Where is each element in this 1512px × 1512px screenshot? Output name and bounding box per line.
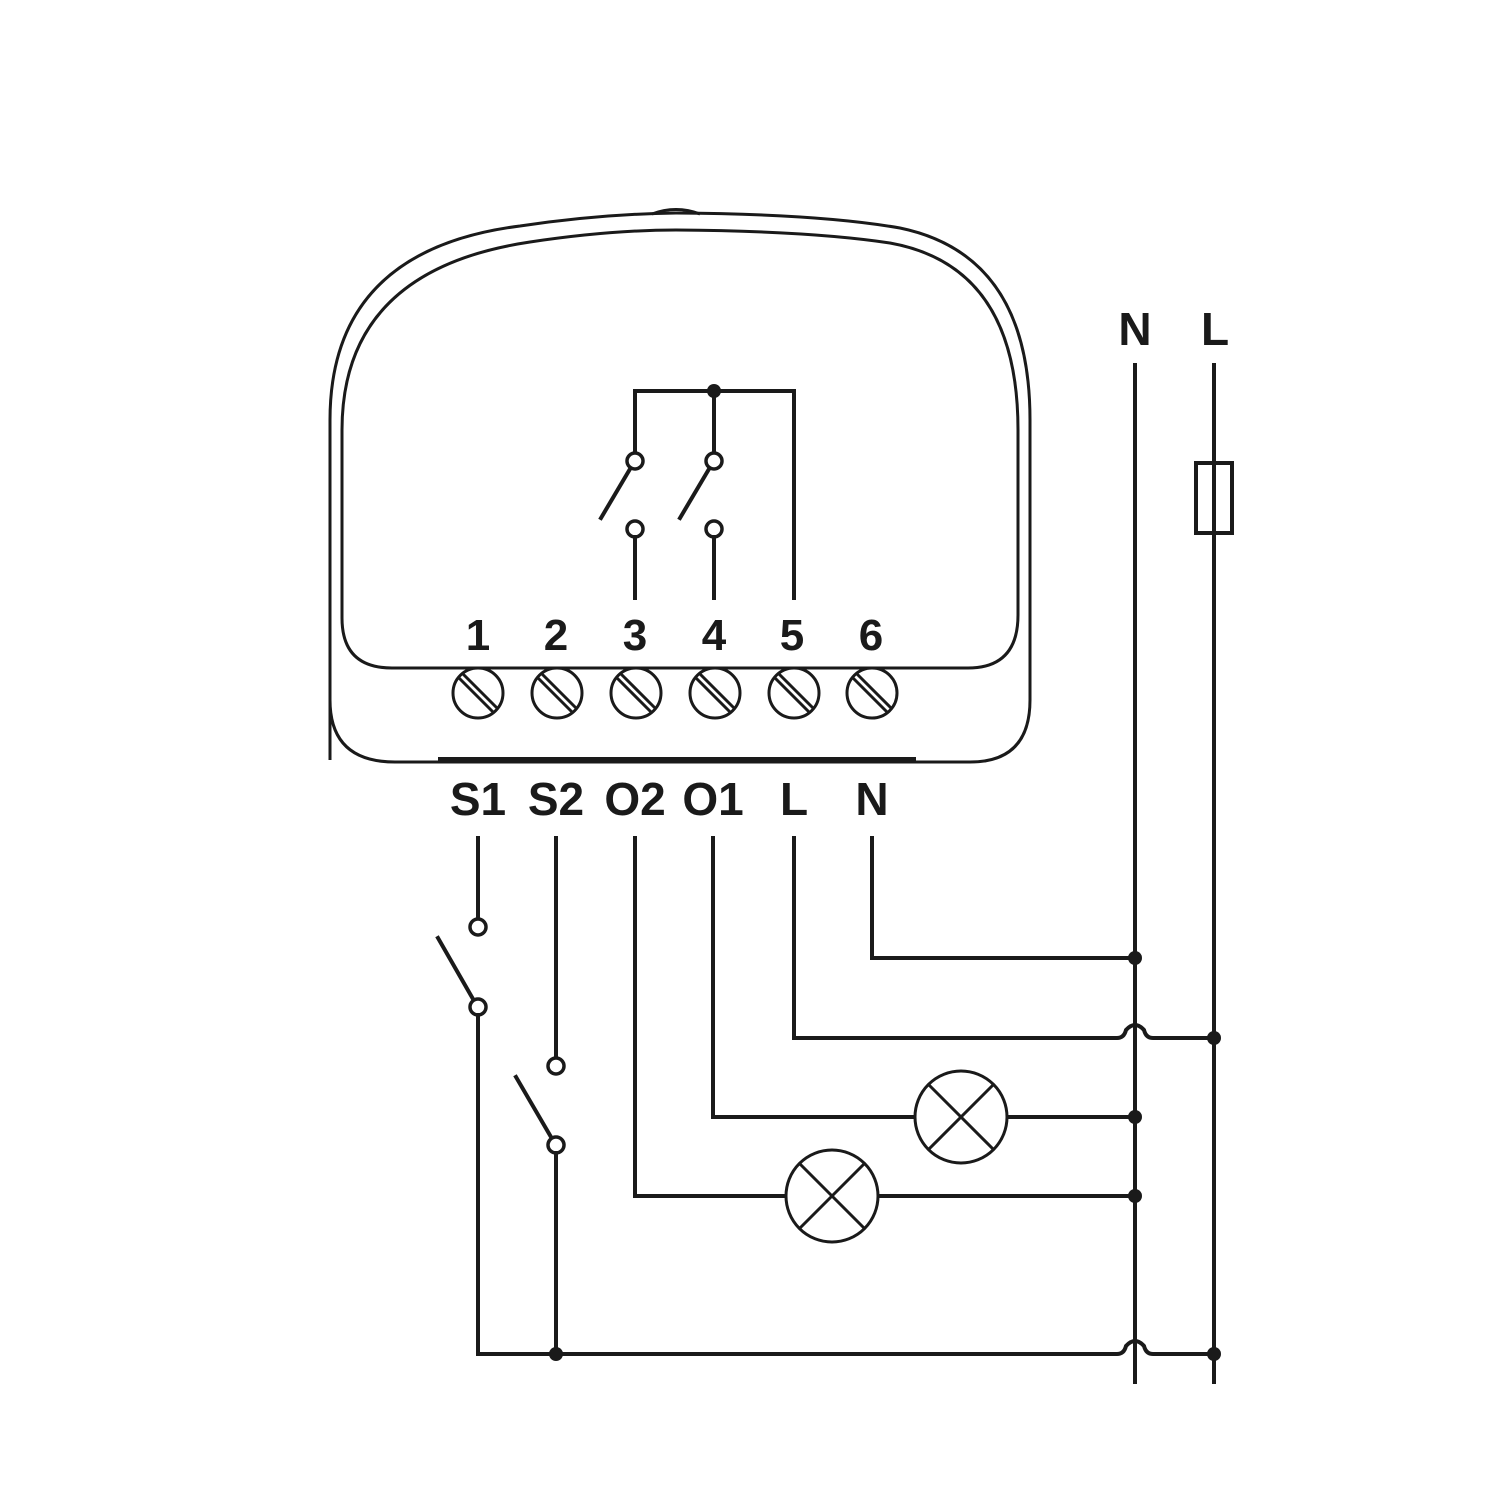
junction-dot (1128, 1189, 1142, 1203)
terminal-label-s1: S1 (450, 773, 506, 825)
switch-common-wire (476, 1339, 1216, 1356)
screw-terminal-icon (845, 666, 899, 720)
switch-contact (468, 917, 488, 937)
terminal-number: 2 (544, 611, 568, 660)
junction-dot (1128, 1110, 1142, 1124)
bus-label-live: L (1201, 303, 1229, 355)
terminal-label-s2: S2 (528, 773, 584, 825)
module-top-nub (651, 208, 701, 216)
relay-module: 1 2 3 4 5 6 (328, 208, 1032, 764)
terminal-label-n: N (855, 773, 888, 825)
relay-contact (704, 519, 724, 539)
terminal-number: 1 (466, 611, 490, 660)
switch-contact (468, 997, 488, 1017)
screw-terminal-icon (767, 666, 821, 720)
relay-contact (704, 451, 724, 471)
mains-bus: N L (1118, 303, 1234, 1384)
internal-relay-contacts (598, 384, 796, 600)
output-2-wire (633, 836, 787, 1198)
terminal-label-l: L (780, 773, 808, 825)
terminal-number: 3 (623, 611, 647, 660)
junction-dot (1128, 951, 1142, 965)
junction-dot (1207, 1031, 1221, 1045)
switch-contact (546, 1056, 566, 1076)
output-1-wire (711, 836, 916, 1119)
terminal-number: 6 (859, 611, 883, 660)
neutral-feed-wire (870, 836, 1137, 960)
wall-switch-s1 (435, 836, 488, 1356)
relay-contact (625, 451, 645, 471)
terminal-labels: S1 S2 O2 O1 L N (450, 773, 889, 825)
screw-terminal-icon (451, 666, 505, 720)
relay-contact (625, 519, 645, 539)
junction-dot (1207, 1347, 1221, 1361)
wall-switch-s2 (513, 836, 566, 1356)
switch-contact (546, 1135, 566, 1155)
switch-blade (513, 1074, 554, 1140)
terminal-numbers: 1 2 3 4 5 6 (466, 611, 883, 660)
lamp-icon (913, 1069, 1009, 1165)
module-inner-rim (340, 228, 1020, 670)
external-wiring (435, 836, 1221, 1361)
screw-terminal-icon (609, 666, 663, 720)
switch-blade (435, 935, 476, 1002)
junction-dot (707, 384, 721, 398)
lamp-icon (784, 1148, 880, 1244)
module-outer-shell (328, 211, 1032, 764)
terminal-label-o1: O1 (682, 773, 743, 825)
terminal-number: 5 (780, 611, 804, 660)
screw-terminal-icon (530, 666, 584, 720)
terminal-label-o2: O2 (604, 773, 665, 825)
relay-switch-blade (598, 466, 633, 521)
junction-dot (549, 1347, 563, 1361)
terminal-number: 4 (702, 611, 727, 660)
screw-terminal-icon (688, 666, 742, 720)
screw-terminals (451, 666, 899, 720)
live-feed-wire (792, 836, 1216, 1040)
bus-label-neutral: N (1118, 303, 1151, 355)
relay-switch-blade (677, 466, 712, 521)
